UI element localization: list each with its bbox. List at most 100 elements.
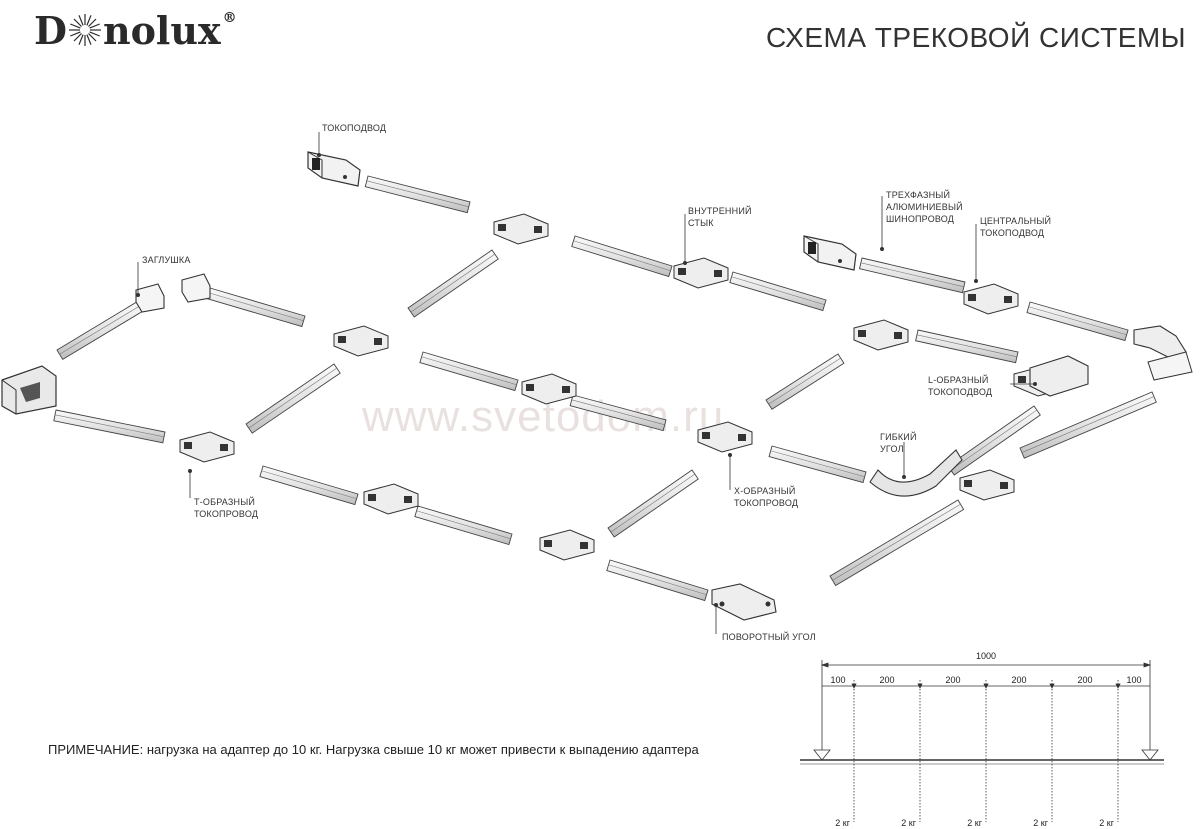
label-t-connector-1: Т-ОБРАЗНЫЙ <box>194 496 255 507</box>
rail-groove <box>571 399 665 426</box>
busbar-rail <box>53 409 166 444</box>
label-l-feed-1: L-ОБРАЗНЫЙ <box>928 374 989 385</box>
busbar-rail <box>607 469 699 538</box>
busbar-rail <box>414 505 513 546</box>
t-connector <box>539 529 595 561</box>
sun-burst-icon <box>68 14 101 46</box>
busbar-rail <box>606 559 709 602</box>
busbar-rail <box>245 363 341 434</box>
label-t-connector-2: ТОКОПРОВОД <box>194 509 258 519</box>
busbar-rail <box>56 299 147 361</box>
l-corner-right <box>1029 325 1193 397</box>
inner-joint <box>673 257 729 289</box>
busbar-rail <box>1019 391 1157 459</box>
label-rotary-corner: ПОВОРОТНЫЙ УГОЛ <box>722 631 816 642</box>
busbar-rail <box>571 235 673 278</box>
rail-groove <box>416 510 511 540</box>
label-three-phase-3: ШИНОПРОВОД <box>886 214 954 224</box>
rail-groove <box>610 473 695 533</box>
busbar-rail <box>768 445 867 484</box>
rail-groove <box>1028 306 1127 336</box>
end-caps <box>135 273 211 313</box>
rail-groove <box>208 292 304 322</box>
flexible-corner <box>869 449 963 497</box>
power-feed-block <box>307 151 361 187</box>
rail-groove <box>832 503 961 581</box>
rail-groove <box>731 276 825 306</box>
t-connector <box>853 319 909 351</box>
logo-text-end: nolux <box>102 7 221 53</box>
label-flex-corner-1: ГИБКИЙ <box>880 431 917 442</box>
rail-groove <box>860 262 964 288</box>
page-title: СХЕМА ТРЕКОВОЙ СИСТЕМЫ <box>766 22 1186 53</box>
inner-joint <box>521 373 577 405</box>
busbar-rail <box>858 257 966 294</box>
label-inner-joint-2: СТЫК <box>688 218 714 228</box>
inner-joint <box>363 483 419 515</box>
rail-groove <box>608 564 707 596</box>
t-connector <box>493 213 549 245</box>
label-three-phase-2: АЛЮМИНИЕВЫЙ <box>886 201 963 212</box>
busbar-rail <box>407 249 499 318</box>
label-x-connector-2: ТОКОПРОВОД <box>734 498 798 508</box>
power-feed-block-right <box>803 235 857 271</box>
rail-groove <box>768 357 841 405</box>
busbar-rail <box>206 287 306 328</box>
load-4: 2 кг <box>1033 818 1048 828</box>
rail-groove <box>248 367 337 429</box>
busbar-rail <box>259 465 359 506</box>
logo-text-start: D <box>34 7 67 53</box>
busbar-rail <box>419 351 519 392</box>
rail-groove <box>916 334 1018 358</box>
label-end-cap: ЗАГЛУШКА <box>142 255 191 265</box>
busbar-rail <box>1026 301 1129 342</box>
t-connector <box>179 431 235 463</box>
dim-seg-6: 100 <box>1126 675 1141 685</box>
rail-groove <box>573 240 671 272</box>
registered-mark: ® <box>222 10 237 26</box>
load-3: 2 кг <box>967 818 982 828</box>
rail-groove <box>1021 396 1155 453</box>
busbar-rail <box>364 175 471 214</box>
busbar-rail <box>569 394 667 432</box>
note-text: ПРИМЕЧАНИЕ: нагрузка на адаптер до 10 кг… <box>48 742 699 757</box>
label-central-feed-1: ЦЕНТРАЛЬНЫЙ <box>980 215 1051 226</box>
rail-groove <box>366 180 469 208</box>
rail-groove <box>950 409 1038 471</box>
busbar-rail <box>915 329 1019 364</box>
x-connector <box>697 421 753 453</box>
dim-seg-2: 200 <box>879 675 894 685</box>
busbar-rail <box>829 499 965 587</box>
rail-groove <box>261 470 357 500</box>
rail-groove <box>54 414 165 438</box>
load-2: 2 кг <box>901 818 916 828</box>
x-connector <box>333 325 389 357</box>
busbar-rail <box>729 271 827 312</box>
brand-logo: D nolux ® <box>34 4 237 56</box>
label-three-phase-1: ТРЕХФАЗНЫЙ <box>886 189 950 200</box>
rail-groove <box>410 253 495 313</box>
load-1: 2 кг <box>835 818 850 828</box>
label-central-feed-2: ТОКОПОДВОД <box>980 228 1044 238</box>
label-power-feed: ТОКОПОДВОД <box>322 123 386 133</box>
busbar-rail <box>947 405 1041 476</box>
load-5: 2 кг <box>1099 818 1114 828</box>
label-l-feed-2: ТОКОПОДВОД <box>928 387 992 397</box>
busbar-rails <box>53 175 1157 602</box>
rail-groove <box>770 450 865 478</box>
dim-total: 1000 <box>976 651 996 661</box>
dim-seg-4: 200 <box>1011 675 1026 685</box>
label-inner-joint-1: ВНУТРЕННИЙ <box>688 205 752 216</box>
rail-groove <box>421 356 517 386</box>
load-diagram <box>800 660 1164 822</box>
dim-seg-5: 200 <box>1077 675 1092 685</box>
central-feed <box>963 283 1019 315</box>
rotary-corner <box>711 583 777 621</box>
inner-joint <box>959 469 1015 501</box>
l-corner-left <box>1 365 57 415</box>
busbar-rail <box>765 353 845 410</box>
rail-groove <box>59 303 143 355</box>
leader-lines <box>135 132 1038 634</box>
dim-seg-3: 200 <box>945 675 960 685</box>
